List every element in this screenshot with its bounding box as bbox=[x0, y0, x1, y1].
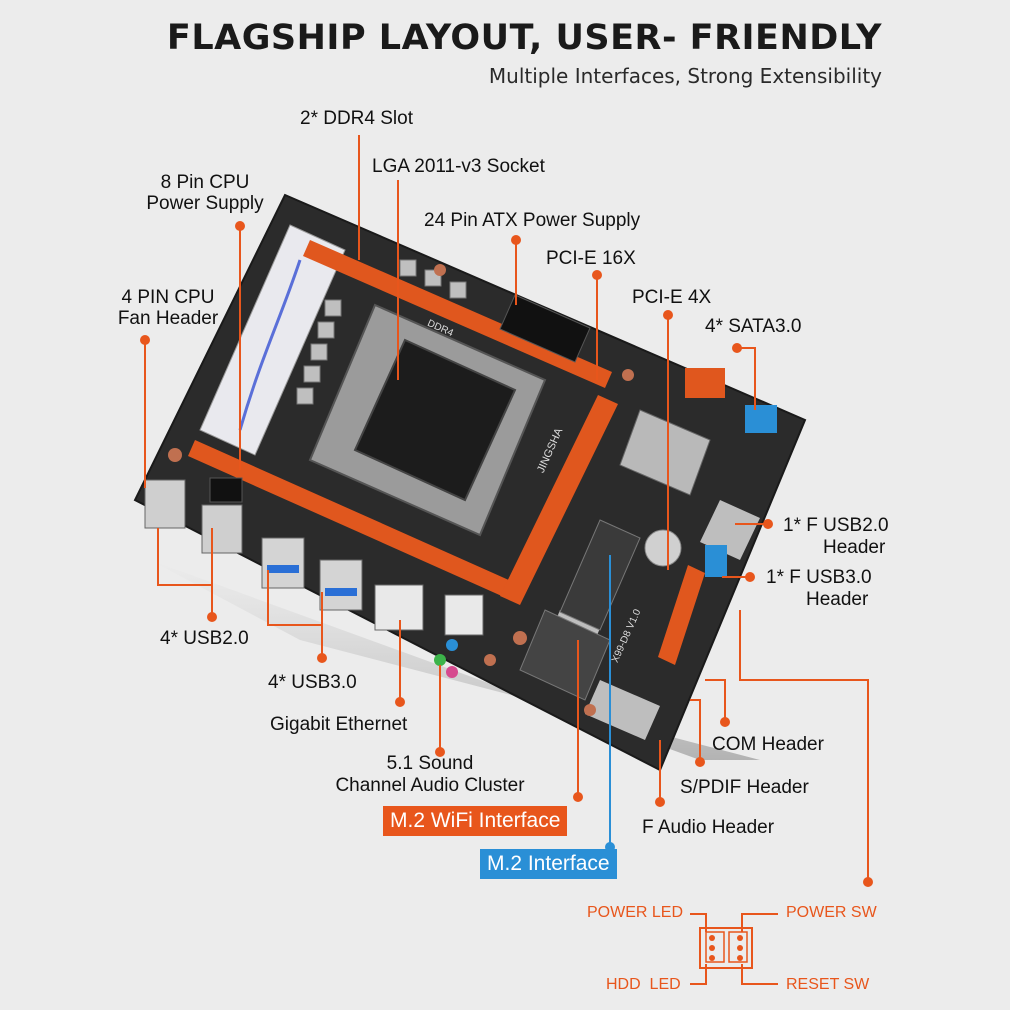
label-spdif-header: S/PDIF Header bbox=[680, 777, 809, 798]
cmos-battery bbox=[644, 529, 682, 567]
label-cpu-fan-line1: 4 PIN CPU bbox=[121, 287, 215, 308]
label-atx-power: 24 Pin ATX Power Supply bbox=[424, 210, 641, 231]
label-cpu-power-line2: Power Supply bbox=[146, 193, 264, 214]
m2-slot bbox=[559, 519, 641, 631]
ddr4-slot-1 bbox=[303, 240, 612, 388]
label-hdd-led: HDD LED bbox=[606, 976, 681, 993]
label-lga-socket: LGA 2011-v3 Socket bbox=[372, 156, 545, 177]
label-usb2-header-line1: 1* F USB2.0 bbox=[783, 515, 889, 536]
label-cpu-fan-line2: Fan Header bbox=[117, 308, 219, 329]
cpu-socket-cover bbox=[353, 338, 517, 502]
chipset-heatsink bbox=[619, 409, 711, 496]
label-sound-line2: Channel Audio Cluster bbox=[335, 775, 525, 796]
m2-wifi-area bbox=[519, 609, 611, 701]
label-cpu-power-line1: 8 Pin CPU bbox=[160, 172, 250, 193]
label-usb2-header-line2: Header bbox=[823, 537, 886, 558]
page-subtitle: Multiple Interfaces, Strong Extensibilit… bbox=[488, 64, 882, 88]
label-gigabit-ethernet: Gigabit Ethernet bbox=[270, 714, 408, 735]
leader-dots bbox=[140, 221, 873, 887]
label-reset-sw: RESET SW bbox=[786, 976, 870, 993]
label-m2-wifi-interface: M.2 WiFi Interface bbox=[383, 806, 568, 836]
label-usb3-header-line1: 1* F USB3.0 bbox=[766, 567, 872, 588]
pcie-16x-slot bbox=[500, 395, 618, 605]
label-com-header: COM Header bbox=[712, 734, 824, 755]
pcie-4x-slot bbox=[658, 565, 705, 665]
label-sata: 4* SATA3.0 bbox=[705, 316, 802, 337]
atx-24pin-connector bbox=[499, 294, 591, 363]
mounting-holes bbox=[168, 264, 634, 716]
front-panel-pin-diagram bbox=[690, 913, 778, 985]
label-f-audio-header: F Audio Header bbox=[642, 817, 775, 838]
label-usb3: 4* USB3.0 bbox=[268, 672, 357, 693]
label-usb2: 4* USB2.0 bbox=[160, 628, 249, 649]
label-power-led: POWER LED bbox=[587, 904, 684, 921]
heatsink-accent bbox=[238, 259, 302, 431]
vrm-heatsink bbox=[199, 224, 346, 456]
label-sound-line1: 5.1 Sound bbox=[386, 753, 474, 774]
usb3-header bbox=[705, 545, 727, 577]
label-pcie-16x: PCI-E 16X bbox=[546, 248, 636, 269]
vrm-chokes bbox=[296, 259, 467, 405]
leader-lines bbox=[144, 135, 869, 880]
label-pcie-4x: PCI-E 4X bbox=[632, 287, 712, 308]
ddr4-slot-2 bbox=[188, 440, 520, 601]
label-ddr4-slot: 2* DDR4 Slot bbox=[300, 108, 413, 129]
cpu-8pin-connector bbox=[209, 477, 243, 503]
sata-ports bbox=[745, 405, 777, 433]
sata-orange-port bbox=[685, 368, 725, 398]
label-usb3-header-line2: Header bbox=[806, 589, 869, 610]
page-title: FLAGSHIP LAYOUT, USER- FRIENDLY bbox=[166, 18, 882, 58]
label-power-sw: POWER SW bbox=[786, 904, 877, 921]
label-m2-interface: M.2 Interface bbox=[480, 849, 617, 879]
